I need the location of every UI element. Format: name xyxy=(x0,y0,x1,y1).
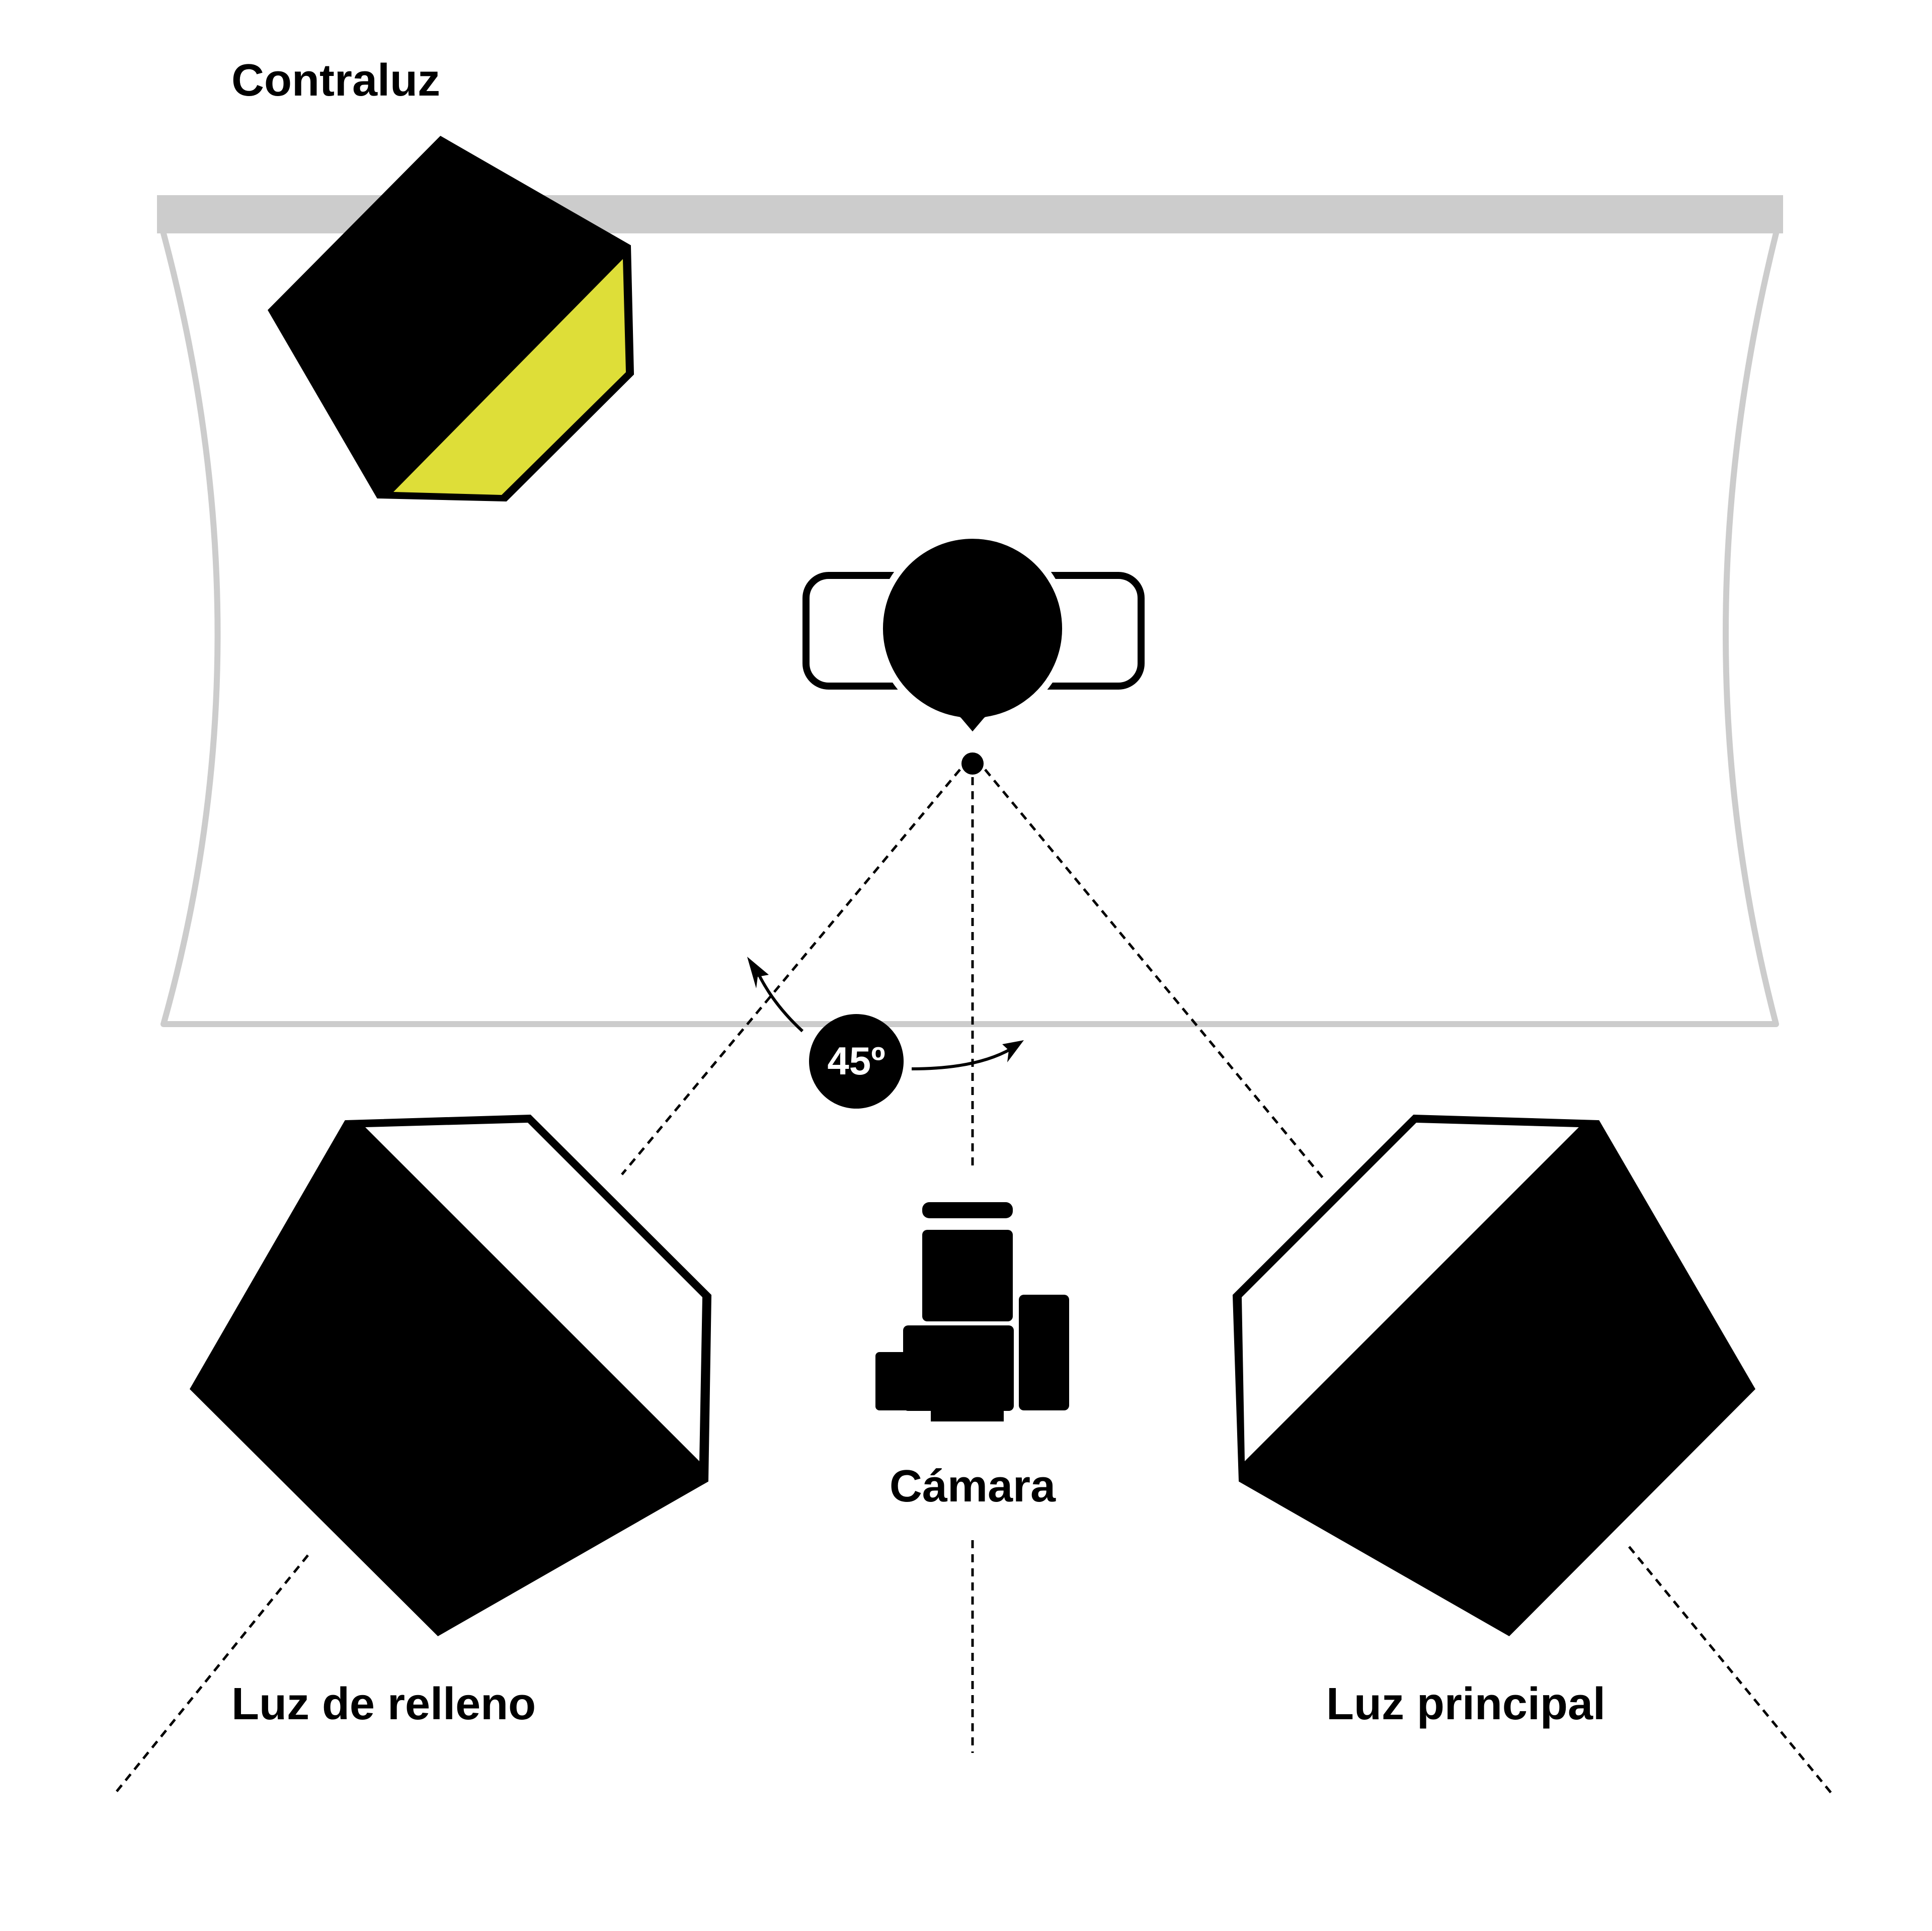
guide-line-far-right xyxy=(1628,1546,1832,1794)
camera-icon xyxy=(875,1202,1069,1421)
backlight-diffuser xyxy=(393,259,626,495)
angle-indicator: 45º xyxy=(747,957,1024,1109)
fill-light-diffuser xyxy=(365,1123,702,1461)
arrow-head-icon xyxy=(747,957,769,988)
subject-focus-point xyxy=(961,752,984,775)
subject xyxy=(802,532,1145,775)
subject-head xyxy=(876,532,1069,740)
camera xyxy=(875,1202,1069,1421)
key-light-diffuser xyxy=(1242,1123,1579,1461)
fill-light-softbox xyxy=(189,1114,712,1636)
backlight-softbox xyxy=(268,135,634,502)
key-light-softbox xyxy=(1232,1114,1756,1636)
label-key-light: Luz principal xyxy=(1326,1679,1605,1729)
angle-badge xyxy=(809,1014,904,1109)
arrow-head-icon xyxy=(1002,1040,1024,1062)
guide-line-left xyxy=(621,769,961,1176)
person-top-view-icon xyxy=(802,532,1145,775)
guide-line-far-left xyxy=(112,1554,309,1797)
angle-badge-label: 45º xyxy=(827,1039,885,1083)
angle-arrow-right xyxy=(911,1047,1012,1070)
guide-line-right xyxy=(984,769,1325,1181)
label-camera: Cámara xyxy=(890,1461,1056,1512)
guide-lines xyxy=(112,769,1832,1797)
label-backlight: Contraluz xyxy=(231,55,440,106)
backdrop-sheet xyxy=(160,230,1779,1027)
label-fill-light: Luz de relleno xyxy=(231,1679,536,1729)
